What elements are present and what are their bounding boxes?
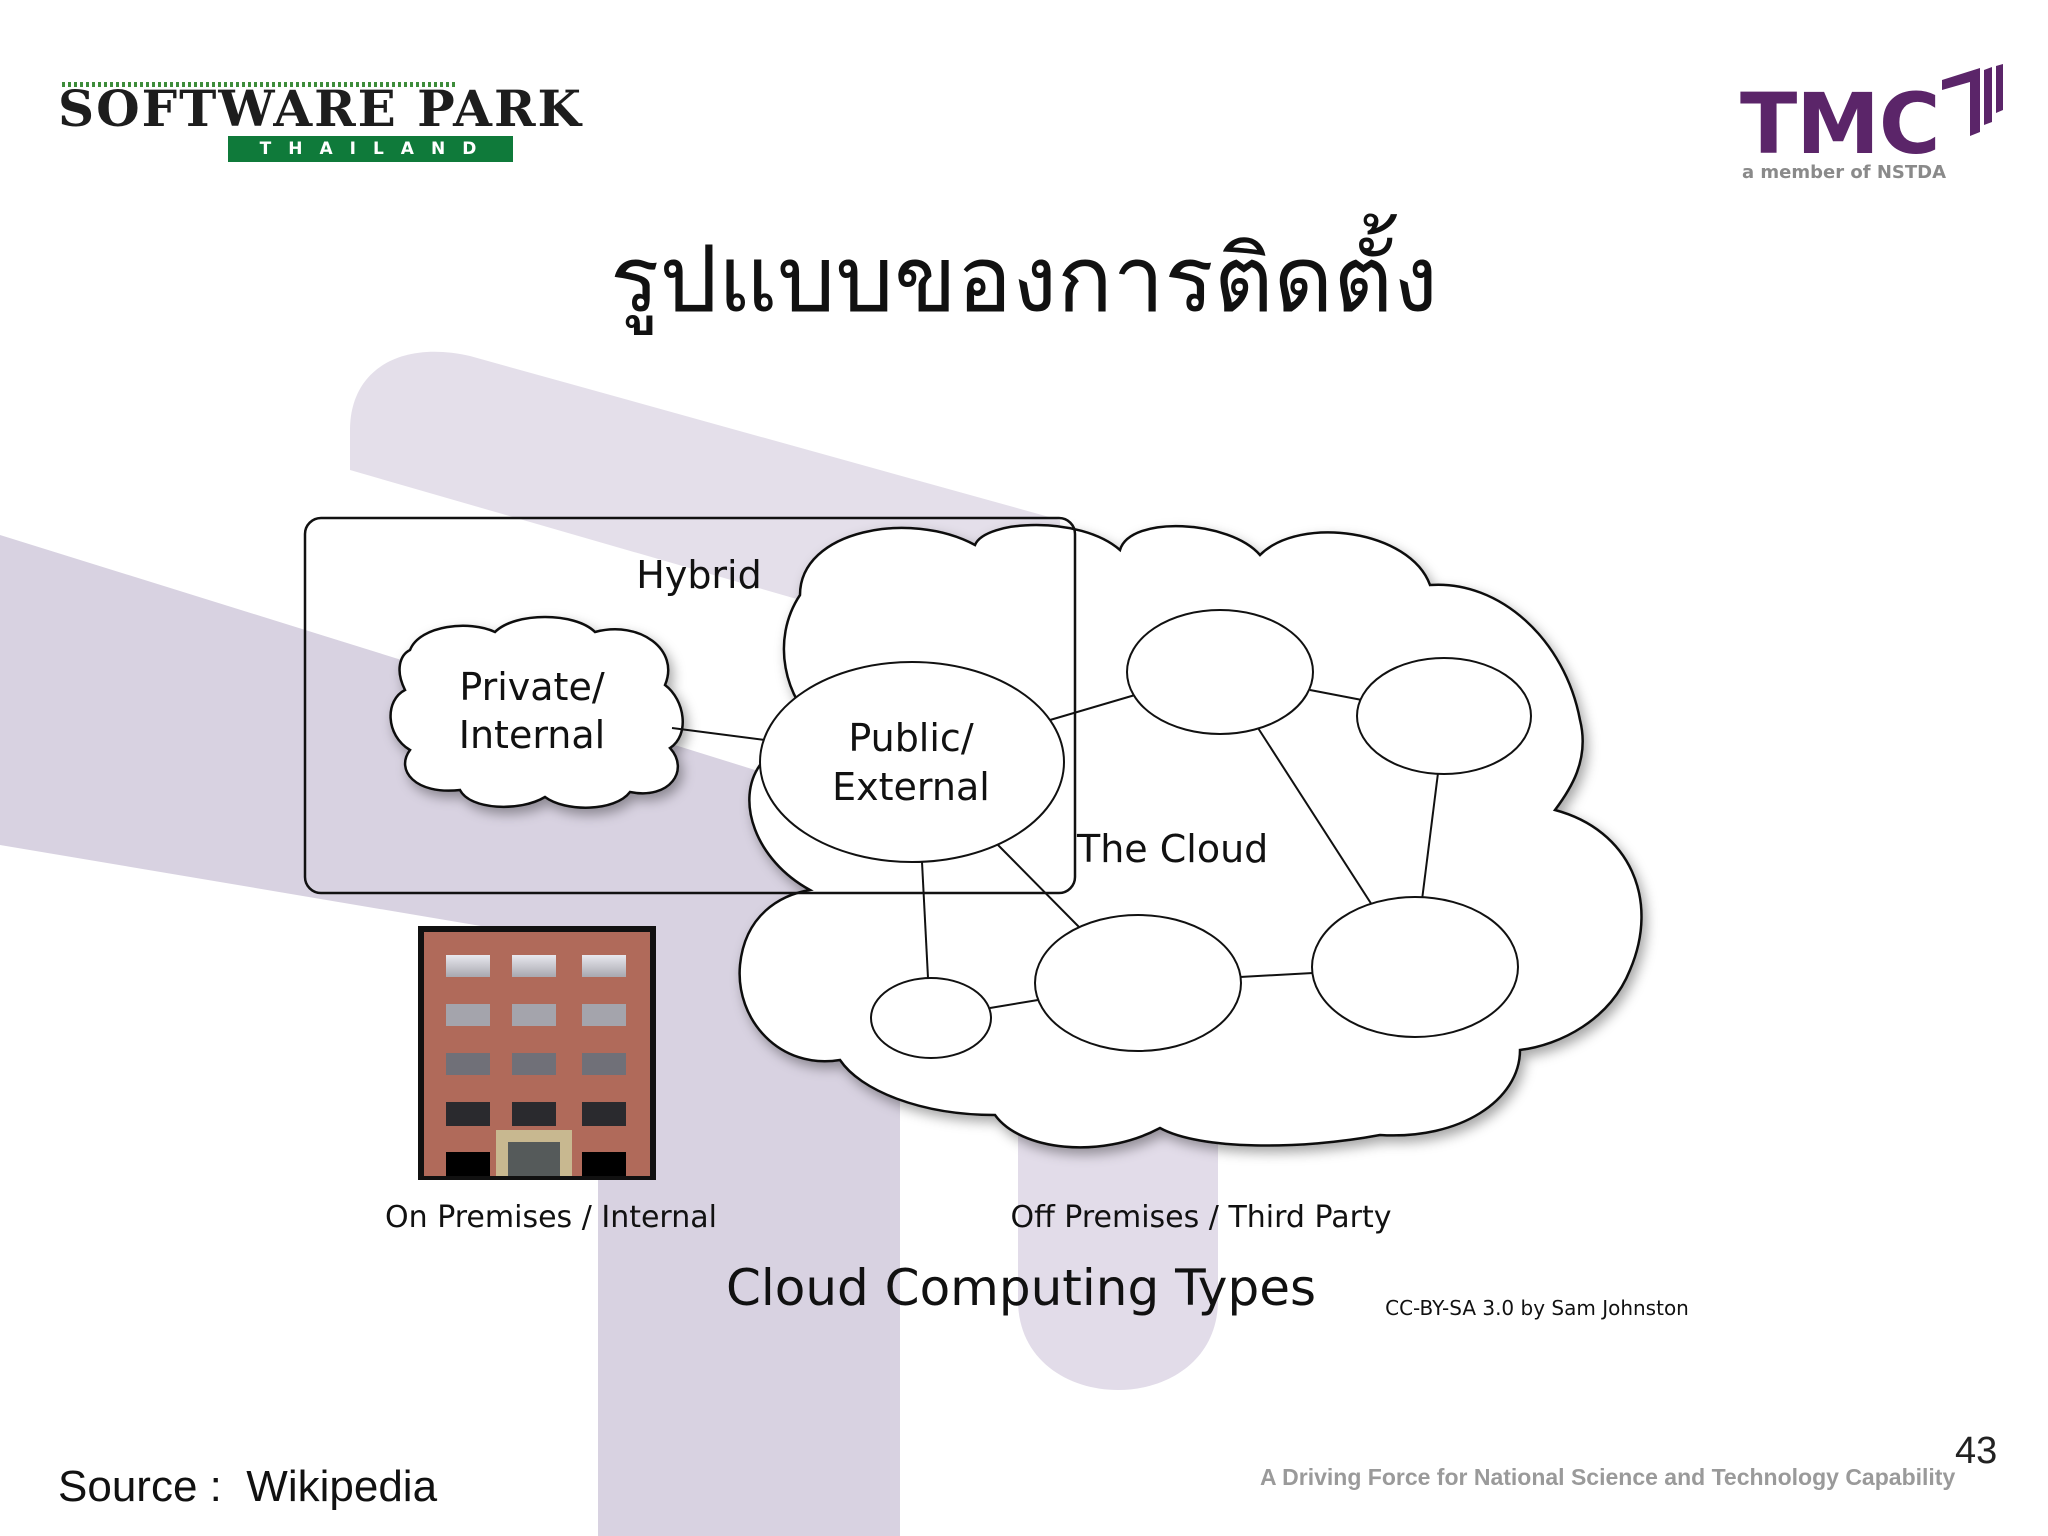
tmc-swoosh-icon [1942,64,2003,136]
cloud-node-1 [1126,609,1314,735]
network-links [671,689,1439,1009]
public-label-line2: External [832,765,990,809]
public-label-line1: Public/ [848,716,973,760]
link-node1-node5 [1257,727,1373,906]
diagram-caption: Cloud Computing Types [726,1259,1316,1317]
thailand-logo-bar: THAILAND [228,136,513,162]
the-cloud-label: The Cloud [1076,827,1268,871]
cloud-node-2 [1356,657,1532,775]
link-private-public [671,727,766,741]
page-number: 43 [1955,1430,1998,1472]
link-node3-node4 [989,999,1039,1009]
private-label-line2: Internal [459,713,605,757]
slide-title: รูปแบบของการติดตั้ง [610,226,1438,333]
footer-tagline: A Driving Force for National Science and… [1260,1464,1956,1490]
building-icon [418,926,656,1180]
hybrid-label: Hybrid [636,553,762,597]
cloud-node-3 [870,977,992,1059]
tmc-logo: TMC a member of NSTDA [1740,62,2010,192]
tmc-logo-subtitle: a member of NSTDA [1742,162,1947,183]
private-cloud-shape [389,615,684,809]
link-public-node3 [921,861,929,979]
source-citation: Source : Wikipedia [58,1462,438,1511]
license-credit: CC-BY-SA 3.0 by Sam Johnston [1385,1296,1689,1320]
link-node1-node2 [1309,689,1363,701]
cloud-node-5 [1311,896,1519,1038]
logo-stripe [62,82,457,87]
link-public-node1 [1049,694,1136,721]
tmc-logo-text: TMC [1740,75,1941,173]
link-public-node4 [997,844,1081,929]
software-park-logo-text: SOFTWARE PARK [58,79,583,138]
cloud-node-4 [1034,914,1242,1052]
hybrid-boundary [303,516,1077,895]
network-nodes [759,609,1532,1059]
public-external-node [759,661,1065,863]
off-premises-label: Off Premises / Third Party [1010,1200,1391,1235]
link-node4-node5 [1239,972,1314,978]
on-premises-label: On Premises / Internal [385,1200,717,1235]
link-node2-node5 [1421,772,1439,901]
software-park-thailand-logo: SOFTWARE PARK THAILAND [58,79,583,162]
private-label-line1: Private/ [459,665,604,709]
